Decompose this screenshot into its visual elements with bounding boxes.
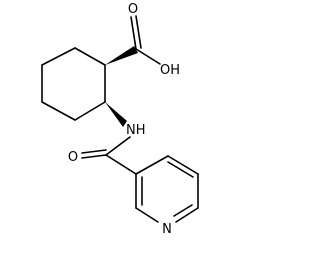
stereo-wedge-bond <box>105 102 127 127</box>
aromatic-bond <box>135 207 159 223</box>
carbonyl-double-bond <box>135 15 142 49</box>
n-c-bond <box>105 136 131 156</box>
amide-group: O <box>68 136 137 175</box>
ring-bond <box>74 47 106 66</box>
pyridine-nitrogen-label: N <box>162 222 172 237</box>
aromatic-bond <box>135 155 169 175</box>
ring-bond <box>74 101 106 121</box>
carboxylic-acid-group: O OH <box>128 2 180 78</box>
aromatic-inner-bond <box>167 161 194 178</box>
structure-canvas: O OH NH O N <box>41 2 199 237</box>
aromatic-bond <box>167 155 199 175</box>
hydroxyl-label: OH <box>160 63 180 78</box>
carboxyl-oxygen-label: O <box>128 2 138 17</box>
c-oh-bond <box>135 48 161 65</box>
chemical-structure-drawing: O OH NH O N <box>41 2 199 237</box>
pyridine-ring: N <box>135 155 199 237</box>
ring-bond <box>41 101 76 121</box>
amide-oxygen-label: O <box>68 150 78 165</box>
aromatic-bond <box>175 207 199 223</box>
carbonyl-double-bond <box>130 16 137 50</box>
amide-carbonyl-double-bond <box>81 149 107 154</box>
cyclohexane-ring <box>41 47 106 121</box>
amide-nitrogen-label: NH <box>126 123 146 138</box>
amide-carbonyl-double-bond <box>81 154 107 159</box>
aromatic-inner-bond <box>173 204 193 217</box>
ring-bond <box>41 47 76 66</box>
stereo-wedge-bond <box>105 46 138 65</box>
c-aryl-bond <box>105 154 137 175</box>
